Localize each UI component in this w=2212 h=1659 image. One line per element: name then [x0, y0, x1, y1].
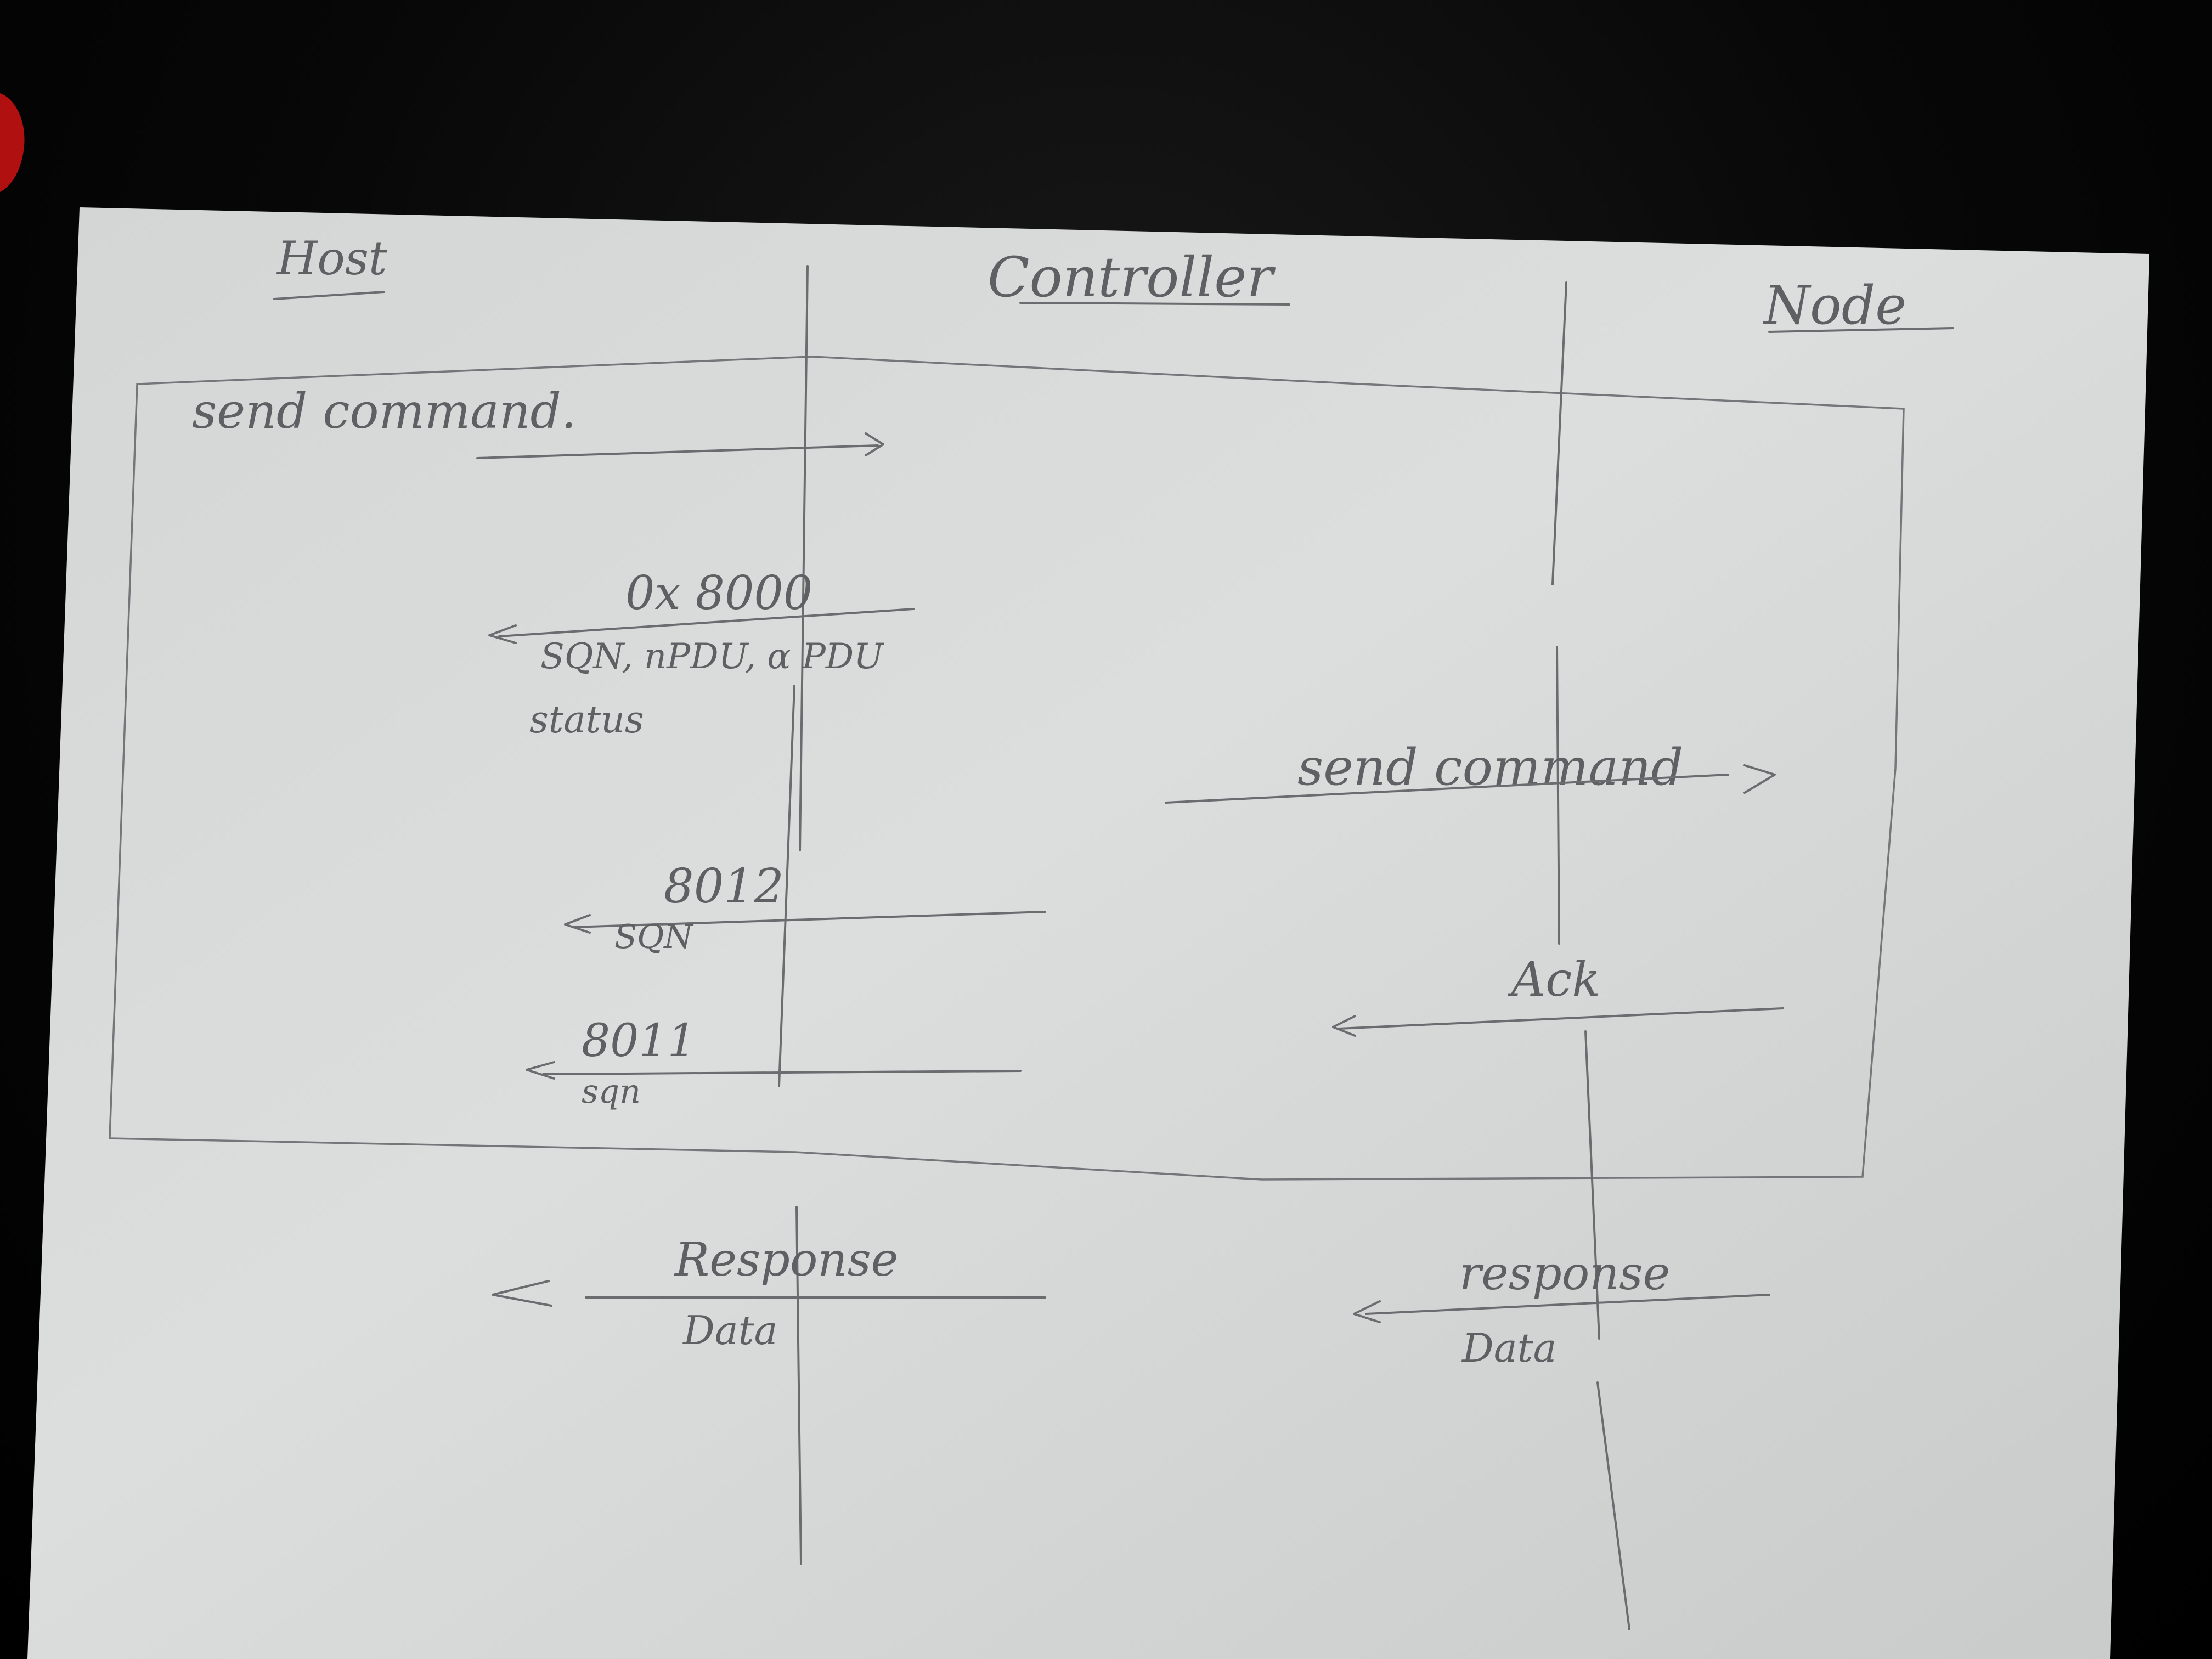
red-object	[0, 93, 25, 192]
participant-host: Host	[273, 232, 387, 300]
message-0x8000: 0x 8000 SQN, nPDU, α PDU status	[488, 566, 915, 742]
lifeline-node-bottom	[1596, 1381, 1630, 1630]
fragment-box	[109, 356, 1905, 1181]
participant-node-label: Node	[1763, 275, 1906, 336]
message-8011-label: 8011	[582, 1015, 696, 1067]
paper-sheet	[27, 207, 2149, 1659]
message-8011: 8011 sqn	[526, 1015, 1022, 1111]
message-ack: Ack	[1332, 952, 1784, 1037]
arrowhead-right-icon	[1743, 764, 1776, 794]
message-8012-sublabel: SQN	[614, 918, 694, 956]
participant-controller-label: Controller	[988, 245, 1276, 309]
message-response-host-label: Response	[674, 1233, 898, 1286]
message-send-command-host: send command.	[192, 383, 884, 459]
message-response-node-sublabel: Data	[1461, 1325, 1557, 1371]
message-response-node-label: response	[1459, 1246, 1670, 1300]
lifeline-controller-lower	[778, 685, 795, 1087]
arrowhead-left-icon	[564, 914, 591, 934]
arrowhead-left-icon	[526, 1061, 555, 1080]
participant-node: Node	[1763, 275, 1954, 336]
message-8012: 8012 SQN	[564, 859, 1046, 956]
message-send-command-host-label: send command.	[192, 383, 577, 439]
participant-host-label: Host	[276, 232, 387, 285]
message-send-command-node: send command	[1165, 738, 1776, 804]
lifeline-controller	[799, 265, 809, 851]
lifeline-node	[1551, 281, 1567, 585]
message-0x8000-note: status	[529, 698, 644, 742]
message-0x8000-sublabel: SQN, nPDU, α PDU	[540, 636, 884, 677]
message-0x8000-label: 0x 8000	[625, 566, 812, 620]
message-response-host: Response Data	[492, 1233, 1046, 1353]
lifeline-node-mid	[1556, 646, 1560, 945]
message-8011-sublabel: sqn	[582, 1073, 641, 1111]
message-response-node: response Data	[1353, 1246, 1770, 1371]
lifeline-node-lower	[1584, 1030, 1600, 1340]
message-ack-label: Ack	[1508, 952, 1600, 1007]
message-8012-label: 8012	[664, 859, 784, 914]
message-response-host-sublabel: Data	[682, 1307, 778, 1353]
lifeline-controller-bottom	[795, 1206, 802, 1565]
arrowhead-right-icon	[865, 432, 884, 456]
arrowhead-left-icon	[1353, 1300, 1381, 1323]
arrowhead-left-icon	[488, 624, 517, 644]
arrowhead-left-icon	[1332, 1015, 1356, 1037]
arrowhead-left-icon	[492, 1280, 552, 1307]
participant-controller: Controller	[988, 245, 1290, 309]
lifelines	[778, 265, 1630, 1630]
message-send-command-node-label: send command	[1297, 738, 1683, 797]
